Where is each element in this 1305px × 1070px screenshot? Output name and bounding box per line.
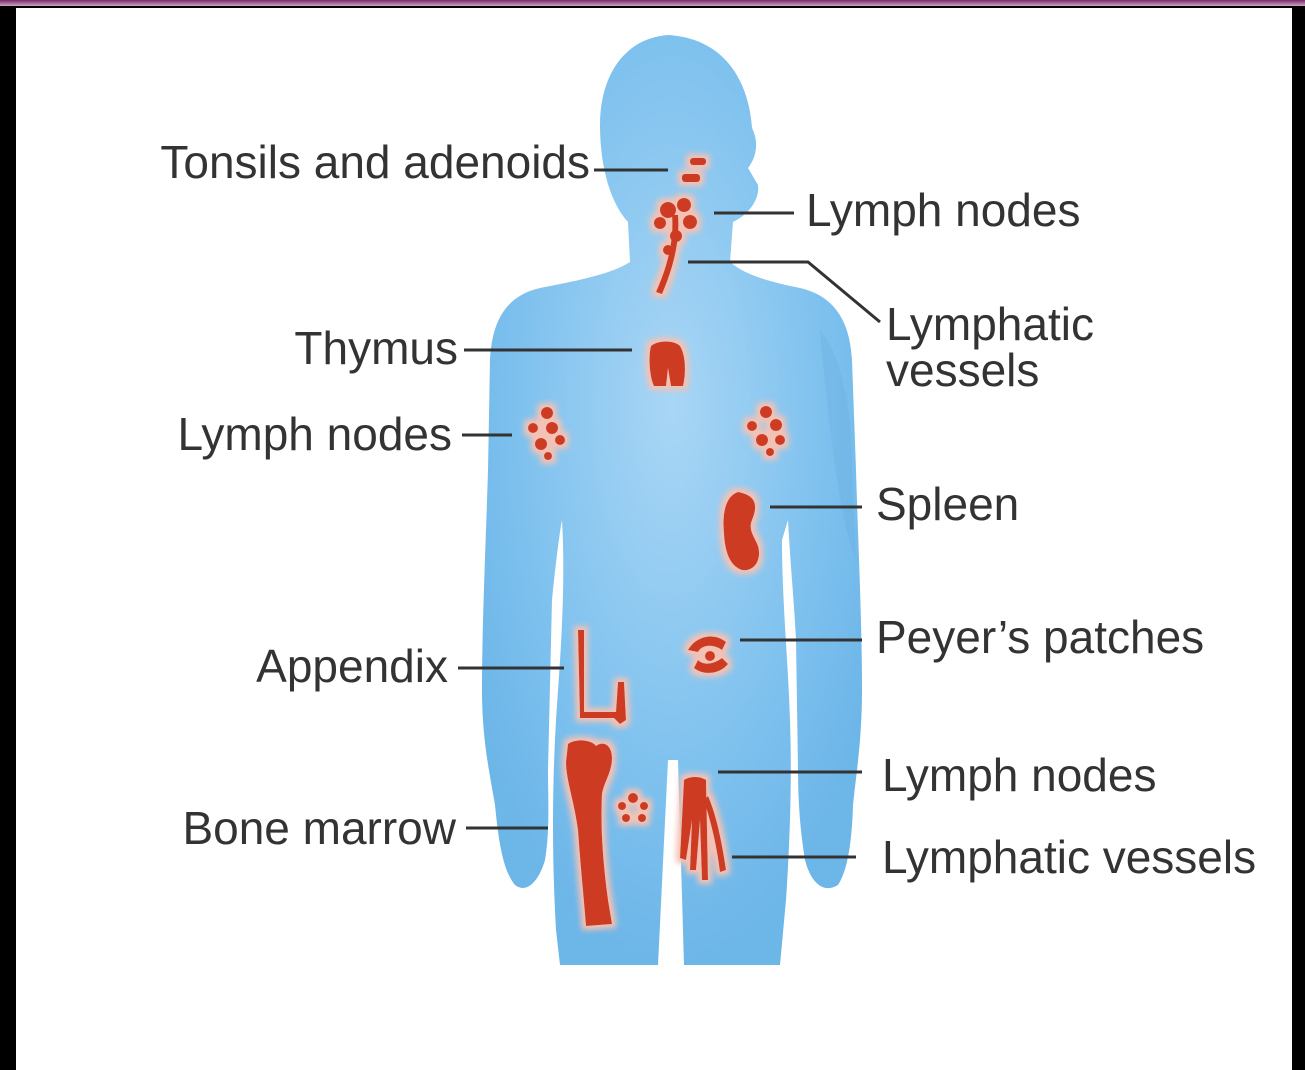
label-appendix: Appendix bbox=[256, 640, 448, 692]
label-lymphatic-vessels-neck-line1: Lymphatic bbox=[886, 298, 1094, 350]
label-lymph-nodes-neck: Lymph nodes bbox=[806, 184, 1080, 236]
label-lymphatic-vessels-groin: Lymphatic vessels bbox=[882, 831, 1256, 883]
label-tonsils-and-adenoids: Tonsils and adenoids bbox=[160, 136, 590, 188]
label-lymph-nodes-groin: Lymph nodes bbox=[882, 749, 1156, 801]
label-spleen: Spleen bbox=[876, 478, 1019, 530]
label-lymphatic-vessels-neck-line2: vessels bbox=[886, 344, 1039, 396]
label-thymus: Thymus bbox=[294, 322, 458, 374]
label-lymph-nodes-armpit: Lymph nodes bbox=[178, 408, 452, 460]
label-bone-marrow: Bone marrow bbox=[182, 802, 456, 854]
label-peyers-patches: Peyer’s patches bbox=[876, 611, 1204, 663]
